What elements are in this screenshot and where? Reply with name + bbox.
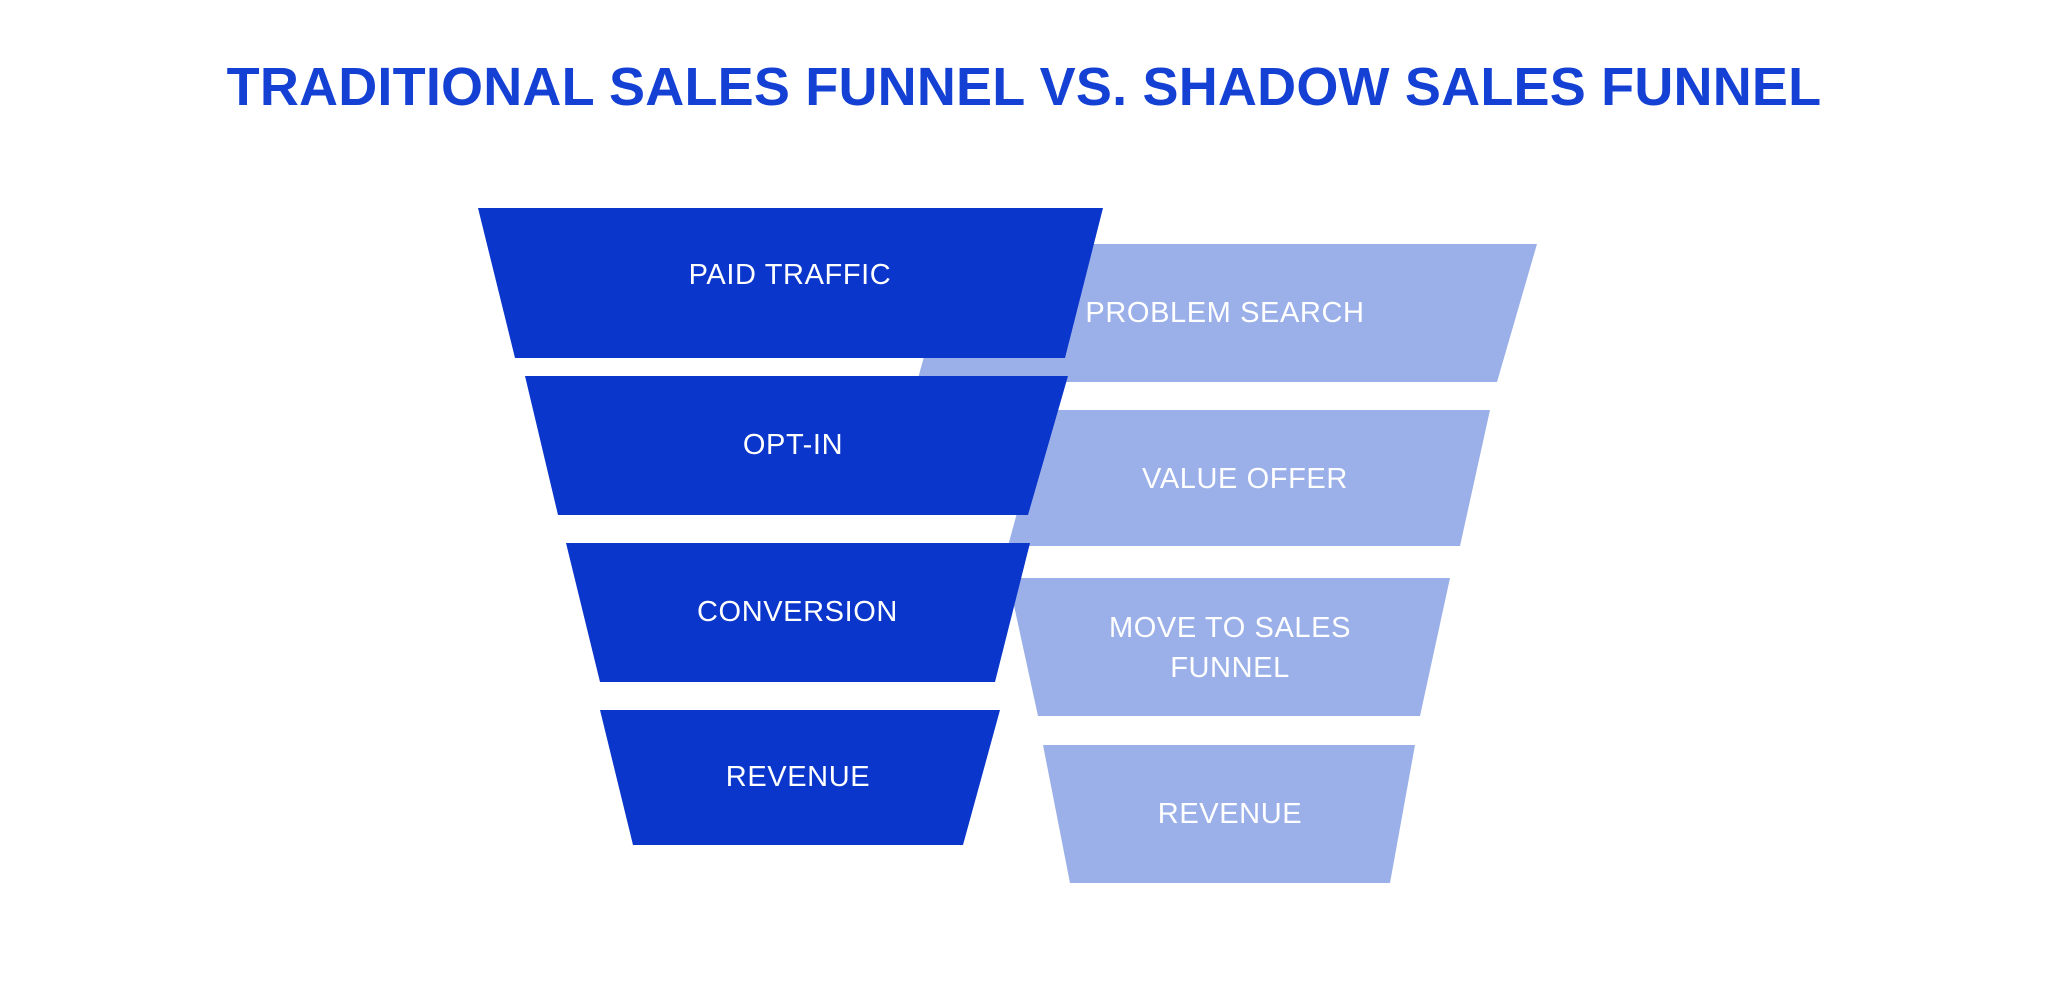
shadow-funnel-label-move-to-sales-funnel: MOVE TO SALES FUNNEL [1108, 612, 1352, 684]
traditional-funnel-segment-revenue[interactable] [600, 710, 1000, 845]
shadow-funnel-label-problem-search: PROBLEM SEARCH [1085, 297, 1365, 329]
shadow-funnel-segment-revenue[interactable] [1043, 745, 1415, 883]
traditional-funnel-label-conversion: CONVERSION [697, 596, 898, 628]
shadow-funnel-segment-value-offer[interactable] [1008, 410, 1490, 546]
traditional-funnel-segment-conversion[interactable] [566, 543, 1030, 682]
shadow-funnel-segment-move-to-sales-funnel[interactable] [1008, 578, 1450, 716]
traditional-funnel-segment-opt-in[interactable] [525, 376, 1068, 515]
traditional-funnel-label-revenue: REVENUE [725, 761, 871, 793]
traditional-funnel-segment-paid-traffic[interactable] [478, 208, 1103, 358]
traditional-funnel-label-paid-traffic: PAID TRAFFIC [688, 259, 892, 291]
page-title: TRADITIONAL SALES FUNNEL VS. SHADOW SALE… [226, 57, 1822, 117]
traditional-funnel-label-opt-in: OPT-IN [742, 429, 844, 461]
shadow-funnel-label-revenue: REVENUE [1157, 798, 1303, 830]
shadow-funnel-label-value-offer: VALUE OFFER [1142, 463, 1348, 495]
